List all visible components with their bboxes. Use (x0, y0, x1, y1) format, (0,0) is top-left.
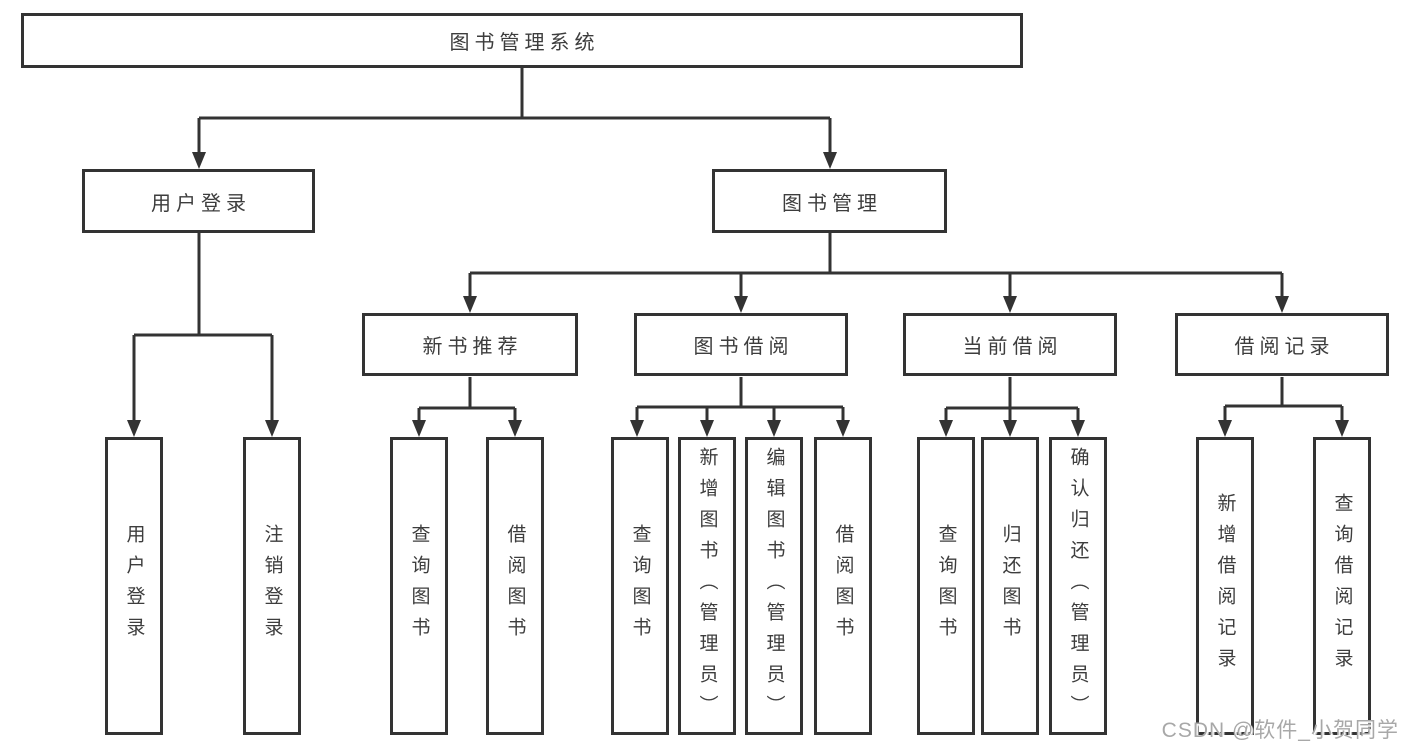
leaf-borrow-book-rec: 借阅图书 (486, 437, 544, 735)
leaf-edit-book-admin: 编辑图书（管理员） (745, 437, 803, 735)
leaf-add-borrow-record: 新增借阅记录 (1196, 437, 1254, 735)
node-user-login-label: 用户登录 (151, 192, 251, 215)
node-current-borrow-label: 当前借阅 (962, 336, 1063, 358)
leaf-query-books-current-label: 查询图书 (935, 524, 957, 648)
leaf-borrow-book-label: 借阅图书 (832, 524, 854, 648)
leaf-query-books-current: 查询图书 (917, 437, 975, 735)
leaf-borrow-book: 借阅图书 (814, 437, 872, 735)
node-borrow-records-label: 借阅记录 (1234, 336, 1335, 358)
leaf-query-books-borrow: 查询图书 (611, 437, 669, 735)
node-root: 图书管理系统 (21, 13, 1023, 68)
node-book-mgmt: 图书管理 (712, 169, 947, 233)
leaf-query-books-borrow-label: 查询图书 (629, 524, 651, 648)
node-book-borrow: 图书借阅 (634, 313, 848, 376)
node-user-login: 用户登录 (82, 169, 315, 233)
leaf-add-book-admin-label: 新增图书（管理员） (696, 446, 718, 726)
node-root-label: 图书管理系统 (449, 32, 600, 54)
node-book-borrow-label: 图书借阅 (693, 336, 794, 358)
node-book-mgmt-label: 图书管理 (782, 192, 882, 215)
leaf-add-book-admin: 新增图书（管理员） (678, 437, 736, 735)
leaf-return-book: 归还图书 (981, 437, 1039, 735)
csdn-watermark: CSDN @软件_小贺同学 (1161, 719, 1399, 742)
leaf-add-borrow-record-label: 新增借阅记录 (1214, 493, 1236, 679)
leaf-confirm-return-admin: 确认归还（管理员） (1049, 437, 1107, 735)
leaf-query-books-rec: 查询图书 (390, 437, 448, 735)
leaf-logout-label: 注销登录 (261, 524, 283, 648)
leaf-query-books-rec-label: 查询图书 (408, 524, 430, 648)
node-new-book-rec-label: 新书推荐 (422, 336, 523, 358)
node-new-book-rec: 新书推荐 (362, 313, 578, 376)
leaf-user-login-label: 用户登录 (123, 524, 145, 648)
leaf-confirm-return-admin-label: 确认归还（管理员） (1067, 446, 1089, 726)
node-borrow-records: 借阅记录 (1175, 313, 1389, 376)
leaf-edit-book-admin-label: 编辑图书（管理员） (763, 446, 785, 726)
leaf-query-borrow-record: 查询借阅记录 (1313, 437, 1371, 735)
leaf-query-borrow-record-label: 查询借阅记录 (1331, 493, 1353, 679)
leaf-user-login: 用户登录 (105, 437, 163, 735)
leaf-return-book-label: 归还图书 (999, 524, 1021, 648)
leaf-borrow-book-rec-label: 借阅图书 (504, 524, 526, 648)
node-current-borrow: 当前借阅 (903, 313, 1117, 376)
leaf-logout: 注销登录 (243, 437, 301, 735)
